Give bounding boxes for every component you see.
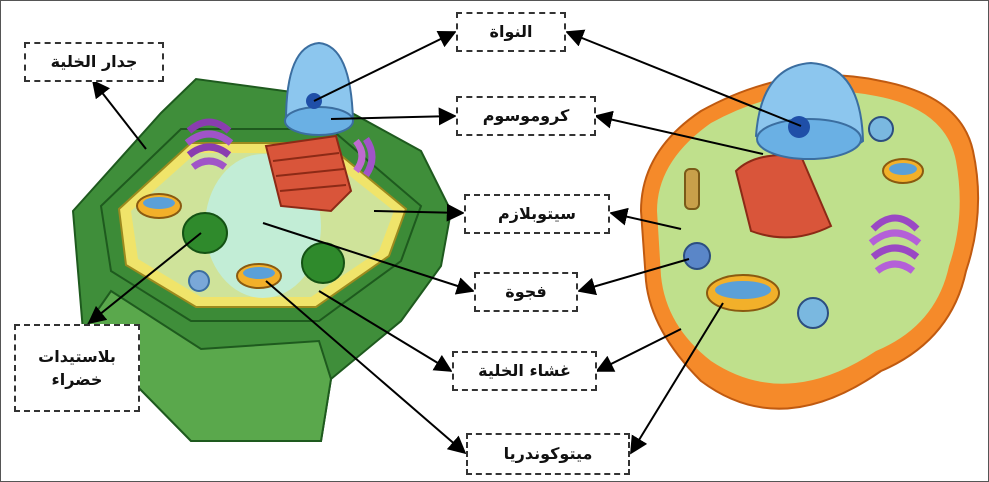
animal-cell: [641, 63, 978, 409]
label-chloroplasts: بلاستيدات خضراء: [14, 324, 140, 412]
label-chloroplasts-line2: خضراء: [52, 368, 103, 391]
label-nucleus: النواة: [456, 12, 566, 52]
animal-nucleolus: [788, 116, 810, 138]
label-chromosome: كروموسوم: [456, 96, 596, 136]
chloroplast-right: [302, 243, 344, 283]
label-mitochondria: ميتوكوندريا: [466, 433, 630, 475]
animal-lysosome: [684, 243, 710, 269]
label-cytoplasm: سيتوبلازم: [464, 194, 610, 234]
label-cell-wall: جدار الخلية: [24, 42, 164, 82]
label-cell-membrane: غشاء الخلية: [452, 351, 597, 391]
label-chloroplasts-line1: بلاستيدات: [38, 345, 116, 368]
label-vacuole: فجوة: [474, 272, 578, 312]
chloroplast-left: [183, 213, 227, 253]
